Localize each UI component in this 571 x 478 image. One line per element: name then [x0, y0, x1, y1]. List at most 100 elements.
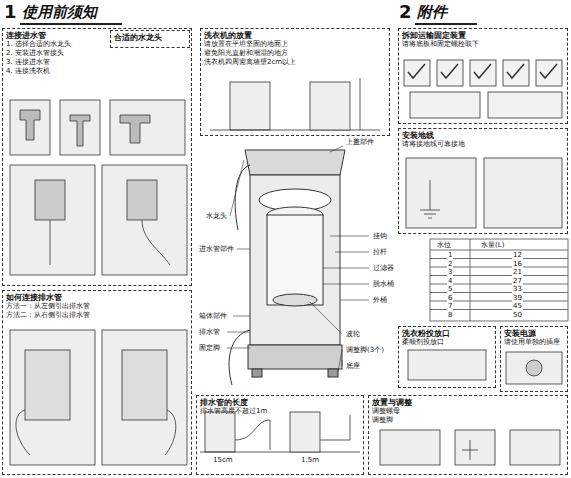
placement-sketch — [210, 130, 380, 131]
part-label: 调整脚(3个) — [345, 346, 385, 354]
box-heading: 合适的水龙头 — [114, 33, 186, 42]
washing-machine — [267, 215, 323, 305]
drain-length-sketch — [200, 412, 360, 452]
leveling-sketch — [380, 430, 560, 465]
leader-line — [338, 350, 342, 372]
box-heading: 附件 — [417, 3, 475, 21]
washing-machine — [252, 369, 262, 377]
table-cell: 水位 — [436, 241, 452, 249]
part-label: 外桶 — [372, 296, 388, 304]
leader-line — [330, 146, 343, 152]
drain-sketch — [25, 350, 70, 420]
leader-line — [237, 249, 250, 250]
table-cell: 21 — [512, 268, 523, 276]
leader-line — [342, 360, 343, 366]
table-cell: 45 — [512, 302, 523, 310]
inlet-sketch — [10, 165, 95, 275]
leveling-sketch — [462, 440, 478, 460]
part-label: 挂钩 — [372, 232, 388, 240]
box-heading: 如何连接排水管 — [6, 293, 188, 302]
ground-sketch — [406, 158, 562, 228]
washing-machine — [229, 330, 250, 385]
box-text: 排水管高度不超过1m — [200, 407, 360, 416]
dispenser-sketch — [408, 350, 562, 384]
leveling-sketch — [455, 430, 495, 465]
table-cell: 7 — [447, 302, 453, 310]
box-text: 请将接地线可靠接地 — [402, 140, 564, 149]
section-heading: 附件 — [415, 3, 477, 25]
box-text: 4. 连接洗衣机 — [6, 67, 188, 76]
accessory-icon — [404, 60, 562, 118]
leveling-sketch — [380, 430, 440, 465]
drain-sketch — [165, 410, 176, 455]
note-box: 安装地线请将接地线可靠接地 — [398, 128, 568, 234]
box-text: 2. 安装进水管接头 — [6, 49, 188, 58]
table-cell: 39 — [512, 294, 523, 302]
leader-line — [330, 236, 369, 237]
part-label: 箱体部件 — [198, 312, 228, 320]
leader-line — [233, 316, 250, 317]
washing-machine — [248, 345, 342, 369]
part-label: 波轮 — [345, 330, 361, 338]
table-cell: 33 — [512, 285, 523, 293]
part-label: 底座 — [345, 362, 361, 370]
drain-sketch — [122, 350, 167, 420]
part-label: 进水管部件 — [198, 245, 235, 253]
inlet-sketch — [127, 180, 157, 220]
section-number: 1 — [3, 2, 18, 22]
dimension: 1.5m — [300, 456, 320, 464]
placement-sketch — [360, 78, 361, 130]
table-cell: 50 — [512, 311, 523, 319]
inlet-sketch — [50, 220, 51, 265]
drain-sketch — [16, 410, 30, 455]
washing-machine — [245, 150, 345, 175]
drain-length-sketch — [235, 420, 270, 450]
leader-line — [323, 284, 369, 285]
box-text: 3. 连接进水管 — [6, 58, 188, 67]
inlet-sketch — [10, 100, 187, 275]
water-table — [430, 239, 568, 321]
box-heading: 安装电源 — [504, 329, 564, 338]
box-text: 调整脚 — [372, 416, 564, 425]
inlet-sketch — [142, 220, 170, 265]
drain-sketch — [10, 330, 95, 465]
ground-sketch — [484, 158, 562, 228]
inlet-sketch — [10, 100, 50, 155]
leader-line — [227, 348, 250, 349]
table-cell: 8 — [447, 311, 453, 319]
table-cell: 4 — [447, 277, 453, 285]
table-cell: 12 — [512, 251, 523, 259]
inlet-sketch — [70, 115, 90, 146]
drain-length-sketch — [290, 412, 320, 452]
box-text: 请使用单独的插座 — [504, 338, 564, 347]
drain-length-sketch — [200, 452, 360, 453]
table-cell: 5 — [447, 285, 453, 293]
part-label: 脱水桶 — [372, 280, 395, 288]
washing-machine — [273, 294, 317, 306]
section-heading: 使用前须知 — [20, 3, 122, 25]
note-box: 拆卸运输固定装置请将底板和固定螺栓取下 — [398, 28, 568, 124]
ground-sketch — [406, 158, 476, 228]
inlet-sketch — [120, 115, 150, 143]
box-heading: 洗衣机的放置 — [204, 31, 386, 40]
drain-length-sketch — [205, 412, 235, 452]
accessory-icon — [488, 92, 562, 118]
leader-line — [227, 332, 250, 333]
note-box: 合适的水龙头 — [110, 30, 190, 48]
dispenser-sketch — [506, 352, 562, 384]
inlet-sketch — [20, 110, 40, 140]
washing-machine — [229, 150, 345, 385]
accessory-icon — [408, 64, 557, 78]
inlet-sketch — [102, 165, 187, 275]
part-label: 拉杆 — [372, 248, 388, 256]
leader-line — [310, 302, 342, 334]
note-box: 洗衣粉投放口柔顺剂投放口 — [398, 326, 496, 388]
ground-sketch — [420, 180, 440, 218]
box-text: 避免阳光直射和潮湿的地方 — [204, 49, 386, 58]
leader-line — [323, 268, 369, 269]
note-box: 安装电源请使用单独的插座 — [500, 326, 568, 392]
box-text: 方法一：从左侧引出排水管 — [6, 302, 188, 311]
placement-sketch — [310, 82, 350, 130]
table-cell: 2 — [447, 260, 453, 268]
